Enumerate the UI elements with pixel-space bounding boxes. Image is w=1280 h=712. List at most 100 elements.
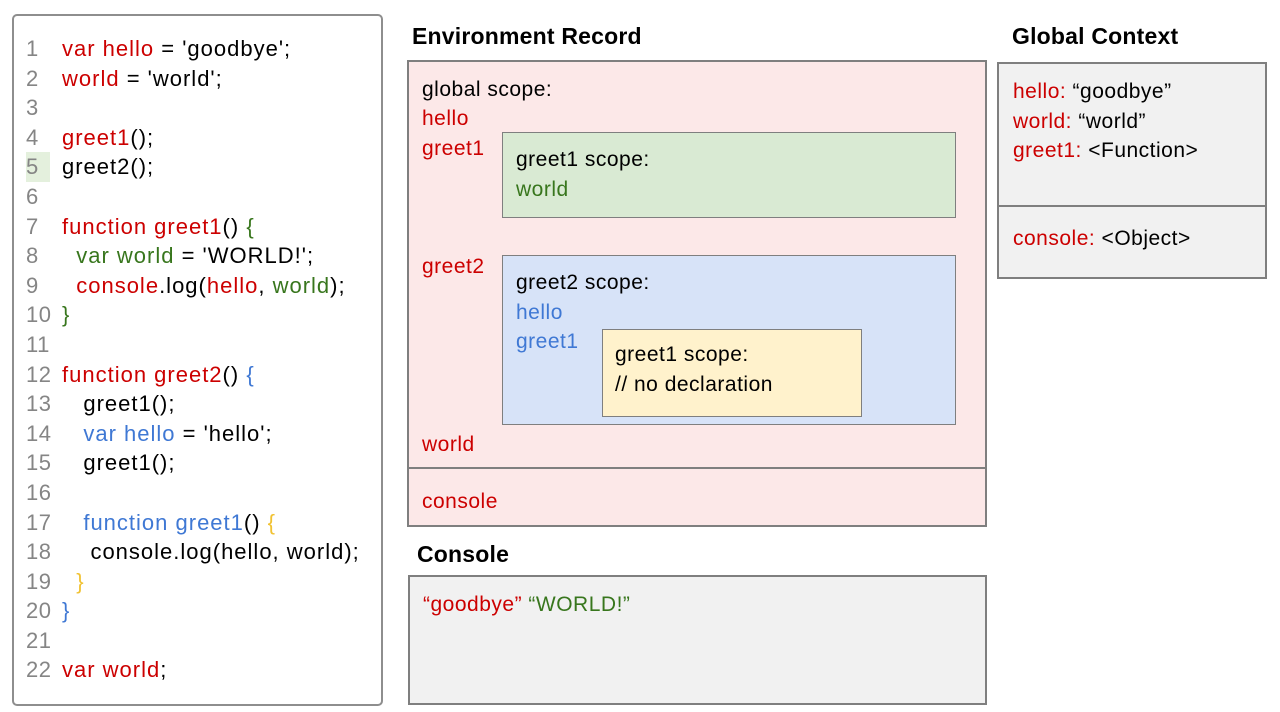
code-line: 8 var world = 'WORLD!';: [26, 241, 377, 271]
line-number: 3: [26, 95, 39, 121]
code-line: 19 }: [26, 567, 377, 597]
code-line: 16: [26, 478, 377, 508]
global-scope-label: global scope:: [422, 78, 553, 101]
context-entry: world: “world”: [1013, 107, 1265, 137]
line-number: 22: [26, 657, 52, 683]
code-line: 22 var world;: [26, 655, 377, 685]
code-text: function greet1() {: [62, 212, 255, 242]
text-segment: function greet1: [62, 213, 223, 239]
inner-greet1-scope-comment: // no declaration: [615, 372, 773, 396]
text-segment: {: [246, 213, 255, 239]
text-segment: var hello: [62, 36, 155, 61]
text-segment: var world: [62, 243, 175, 269]
code-text: var hello = 'hello';: [62, 419, 273, 449]
text-segment: function greet1: [62, 509, 244, 535]
code-text: function greet1() {: [62, 508, 276, 538]
global-var-console: console: [422, 490, 498, 513]
text-segment: console.log(hello, world);: [62, 539, 360, 565]
global-var-world: world: [422, 433, 475, 456]
line-number: 17: [26, 509, 52, 535]
code-line: 3: [26, 93, 377, 123]
code-text: greet1();: [62, 448, 175, 478]
environment-record-title: Environment Record: [412, 23, 642, 49]
line-number: 7: [26, 213, 39, 239]
context-entry-name: console:: [1013, 227, 1096, 250]
console-binding-row: console: [409, 467, 985, 525]
greet1-scope-var-world: world: [516, 177, 569, 201]
text-segment: greet2();: [62, 154, 155, 180]
text-segment: = 'goodbye';: [154, 36, 292, 61]
greet2-scope-var-greet1: greet1: [516, 330, 579, 354]
text-segment: {: [267, 509, 277, 535]
text-segment: (): [243, 509, 268, 535]
code-line: 4 greet1();: [26, 123, 377, 153]
line-number: 15: [26, 450, 52, 476]
text-segment: greet1();: [62, 391, 176, 417]
line-number: 18: [26, 539, 52, 565]
text-segment: ();: [130, 124, 155, 150]
greet2-scope-var-hello: hello: [516, 300, 563, 324]
code-line: 9 console.log(hello, world);: [26, 271, 377, 301]
code-line: 6: [26, 182, 377, 212]
line-number: 4: [26, 124, 39, 150]
text-segment: greet1();: [62, 450, 176, 476]
code-text: world = 'world';: [62, 64, 223, 94]
line-number: 13: [26, 391, 52, 417]
context-entry-value: “goodbye”: [1066, 80, 1172, 103]
context-entry-name: hello:: [1013, 80, 1067, 103]
code-text: }: [62, 300, 70, 330]
code-line: 14 var hello = 'hello';: [26, 419, 377, 449]
inner-greet1-scope-box: greet1 scope: // no declaration: [602, 329, 862, 417]
greet1-scope-box: greet1 scope: world: [502, 132, 956, 218]
text-segment: ;: [160, 657, 168, 683]
line-number: 16: [26, 479, 52, 505]
code-line: 1 var hello = 'goodbye';: [26, 34, 377, 64]
context-entry: hello: “goodbye”: [1013, 77, 1265, 107]
code-text: var hello = 'goodbye';: [62, 34, 291, 64]
console-output-line: “goodbye” “WORLD!”: [423, 590, 985, 620]
global-scope-box: global scope: hello greet1 greet2 world …: [407, 60, 987, 527]
line-number: 9: [26, 272, 39, 298]
line-number: 10: [26, 302, 52, 328]
console-output-box: “goodbye” “WORLD!”: [408, 575, 987, 705]
context-entry-value: <Function>: [1081, 139, 1199, 163]
code-text: var world = 'WORLD!';: [62, 241, 314, 271]
code-text: var world;: [62, 655, 167, 685]
global-context-title: Global Context: [1012, 23, 1179, 49]
global-context-builtin-cell: console: <Object>: [999, 207, 1265, 254]
code-line: 17 function greet1() {: [26, 508, 377, 538]
text-segment: hello: [206, 272, 259, 298]
code-line: 13 greet1();: [26, 389, 377, 419]
line-number: 12: [26, 361, 52, 387]
line-number: 11: [26, 331, 50, 357]
line-number: 20: [26, 598, 52, 624]
line-number: 1: [26, 36, 39, 61]
line-number: 2: [26, 65, 39, 91]
text-segment: = 'hello';: [175, 420, 273, 446]
context-entry: greet1: <Function>: [1013, 136, 1265, 166]
code-line: 7 function greet1() {: [26, 212, 377, 242]
line-number-highlighted: 5: [26, 152, 50, 182]
code-text: }: [62, 596, 70, 626]
console-title: Console: [417, 541, 510, 567]
text-segment: greet1: [62, 124, 131, 150]
greet1-scope-label: greet1 scope:: [516, 148, 650, 171]
line-number: 21: [26, 627, 52, 653]
text-segment: world: [272, 272, 331, 298]
text-segment: ,: [258, 272, 273, 298]
context-entry-name: world:: [1013, 109, 1073, 133]
inner-greet1-scope-label: greet1 scope:: [615, 343, 749, 366]
text-segment: }: [62, 302, 71, 328]
text-segment: {: [246, 361, 255, 387]
code-text: console.log(hello, world);: [62, 271, 346, 301]
text-segment: function greet2: [62, 361, 223, 387]
code-editor-panel: 1 var hello = 'goodbye'; 2 world = 'world';…: [12, 14, 383, 706]
context-entry-value: “world”: [1072, 109, 1147, 133]
context-entry: console: <Object>: [1013, 224, 1265, 254]
text-segment: world: [62, 65, 120, 91]
text-segment: var hello: [62, 420, 176, 446]
code-line: 11: [26, 330, 377, 360]
context-entry-value: <Object>: [1095, 227, 1191, 250]
